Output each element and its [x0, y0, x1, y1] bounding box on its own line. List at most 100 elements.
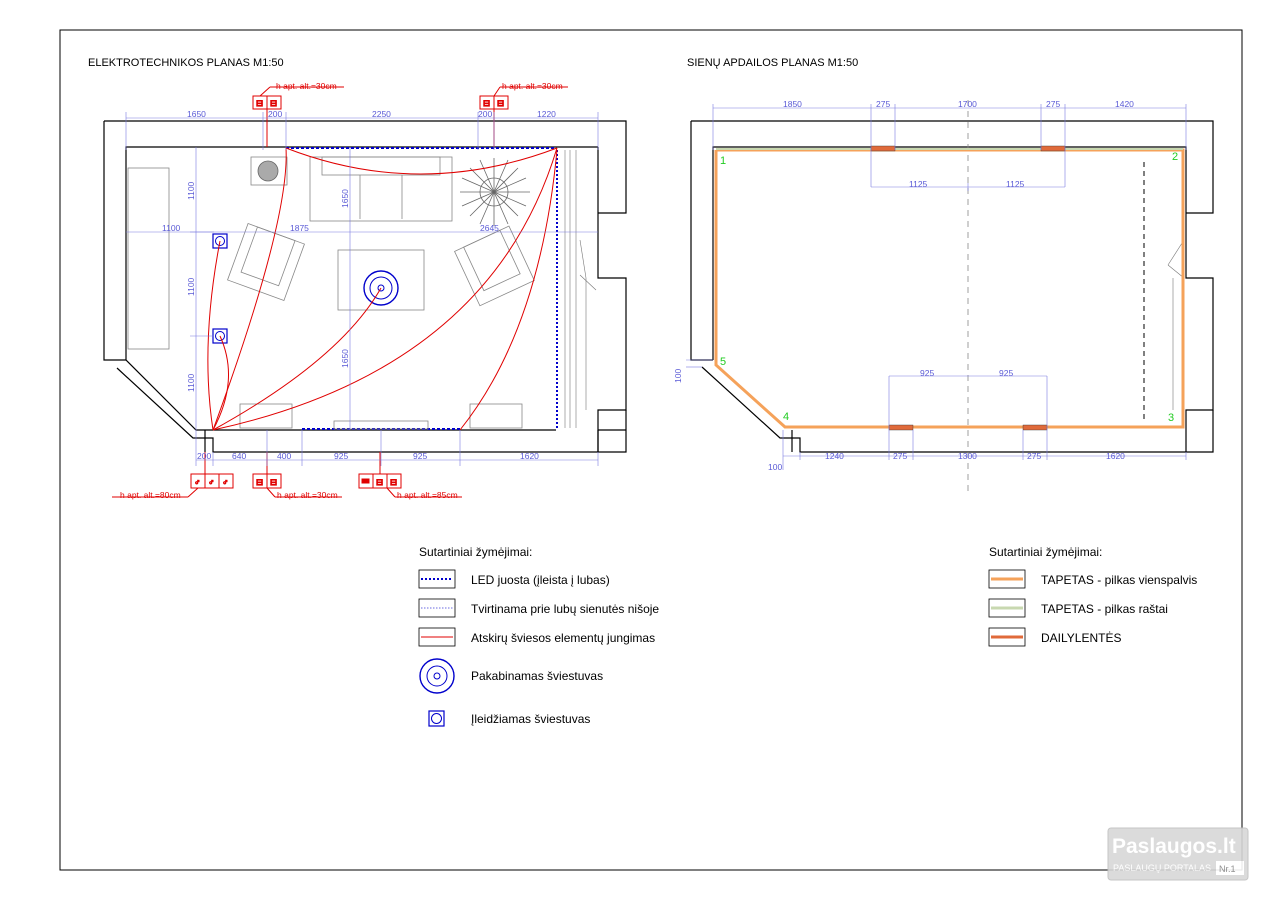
dim-label: 275 [1027, 451, 1041, 461]
dim-label: 100 [768, 462, 782, 472]
dim-label: 100 [673, 369, 683, 383]
dim-label: 400 [277, 451, 291, 461]
point-label: 3 [1168, 412, 1174, 424]
legend-swatch [988, 627, 1026, 647]
switch-icon: ♂ [222, 477, 228, 487]
wood-panel [1022, 424, 1048, 431]
dim-label: 1100 [186, 277, 196, 296]
wood-panel [870, 145, 896, 152]
dim-label: 200 [268, 109, 282, 119]
wood-panel [888, 424, 914, 431]
sideboard [127, 167, 170, 350]
legend-swatch [988, 598, 1026, 618]
watermark-box [1107, 827, 1249, 881]
switch-icon: ♂ [208, 477, 214, 487]
electrical-dimension-lines [125, 112, 599, 466]
dim-label: 1700 [958, 99, 977, 109]
height-note: h apt. alt.=30cm [277, 490, 338, 500]
legend-item: Pakabinamas šviestuvas [471, 669, 603, 683]
dim-label: 1100 [162, 223, 181, 233]
coffee-table [337, 249, 425, 311]
electrical-dimension-labels: 1650 200 2250 200 1220 1100 1875 2645 11… [162, 109, 556, 461]
low-cabinet-right [469, 403, 523, 429]
dim-label: 1125 [1006, 179, 1025, 189]
plant-stand [250, 156, 288, 186]
dim-label: 1620 [520, 451, 539, 461]
wiring-connections [207, 147, 558, 431]
data-socket-icon [361, 478, 370, 484]
dim-label: 1650 [340, 349, 350, 368]
dim-label: 1875 [290, 223, 309, 233]
point-label: 5 [720, 356, 726, 368]
height-note: h apt. alt.=30cm [276, 81, 337, 91]
socket-icon: ⊟ [390, 477, 397, 487]
point-label: 2 [1172, 151, 1178, 163]
dim-label: 1850 [783, 99, 802, 109]
dim-label: 1620 [1106, 451, 1125, 461]
electrical-plan-walls [103, 120, 627, 453]
right-plan-title: SIENŲ APDAILOS PLANAS M1:50 [687, 57, 858, 69]
dim-label: 200 [197, 451, 211, 461]
dim-label: 1125 [909, 179, 928, 189]
legend-swatch [418, 569, 456, 589]
socket-group-bottom-right: ⊟ ⊟ [358, 452, 462, 498]
socket-icon: ⊟ [497, 98, 504, 108]
socket-icon: ⊟ [256, 98, 263, 108]
height-note: h apt. alt.=80cm [120, 490, 181, 500]
dim-label: 640 [232, 451, 246, 461]
socket-icon: ⊟ [270, 98, 277, 108]
armchair-left [227, 223, 305, 301]
dim-label: 1220 [537, 109, 556, 119]
legend-title: Sutartiniai žymėjimai: [419, 545, 532, 559]
dim-label: 925 [413, 451, 427, 461]
tv-stand [333, 420, 429, 430]
pendant-light-icon [363, 270, 399, 306]
sheet-frame [59, 29, 1243, 871]
recessed-light-icon [212, 233, 228, 249]
legend-item: Įleidžiamas šviestuvas [471, 712, 590, 726]
legend-item: DAILYLENTĖS [1041, 631, 1121, 645]
socket-group-top-left: ⊟ ⊟ [252, 86, 344, 147]
legend-item: LED juosta (įleista į lubas) [471, 573, 610, 587]
dim-label: 1650 [187, 109, 206, 119]
dim-label: 1420 [1115, 99, 1134, 109]
watermark-badge: Nr.1 [1219, 864, 1236, 874]
dim-label: 1650 [340, 189, 350, 208]
dim-label: 925 [920, 368, 934, 378]
legend-electrical: Sutartiniai žymėjimai: LED juosta (įleis… [418, 545, 659, 727]
dim-label: 275 [1046, 99, 1060, 109]
recessed-light-icon [428, 710, 445, 727]
dim-label: 2250 [372, 109, 391, 119]
socket-icon: ⊟ [256, 477, 263, 487]
dim-label: 2645 [480, 223, 499, 233]
legend-item: Atskirų šviesos elementų jungimas [471, 631, 655, 645]
watermark: Paslaugos.lt PASLAUGŲ PORTALAS Nr.1 [1107, 827, 1249, 881]
window-details [1167, 239, 1185, 410]
legend-swatch [988, 569, 1026, 589]
dim-label: 200 [478, 109, 492, 119]
wall-finish-plan-walls [690, 120, 1214, 453]
low-cabinet-left [239, 403, 293, 429]
watermark-badge-box [1216, 861, 1244, 875]
finish-dimension-lines [686, 104, 1187, 470]
dim-label: 1240 [825, 451, 844, 461]
point-label: 1 [720, 155, 726, 167]
plant-icon [257, 160, 279, 182]
finish-dimension-labels: 1850 275 1700 275 1420 1125 1125 925 925… [673, 99, 1134, 472]
sofa [309, 156, 453, 222]
wood-panel [1040, 145, 1066, 152]
socket-icon: ⊟ [483, 98, 490, 108]
legend-title: Sutartiniai žymėjimai: [989, 545, 1102, 559]
point-label: 4 [783, 411, 789, 423]
dim-label: 275 [876, 99, 890, 109]
socket-icon: ⊟ [270, 477, 277, 487]
dim-label: 275 [893, 451, 907, 461]
legend-item: TAPETAS - pilkas raštai [1041, 602, 1168, 616]
sofa-back [321, 156, 441, 176]
dim-label: 1100 [186, 181, 196, 200]
legend-swatch [418, 627, 456, 647]
dim-label: 1100 [186, 373, 196, 392]
decorative-star-icon [460, 158, 530, 226]
electrical-plan: ⊟ ⊟ h apt. alt.=30cm ⊟ ⊟ h apt. alt.=30c… [103, 81, 627, 500]
